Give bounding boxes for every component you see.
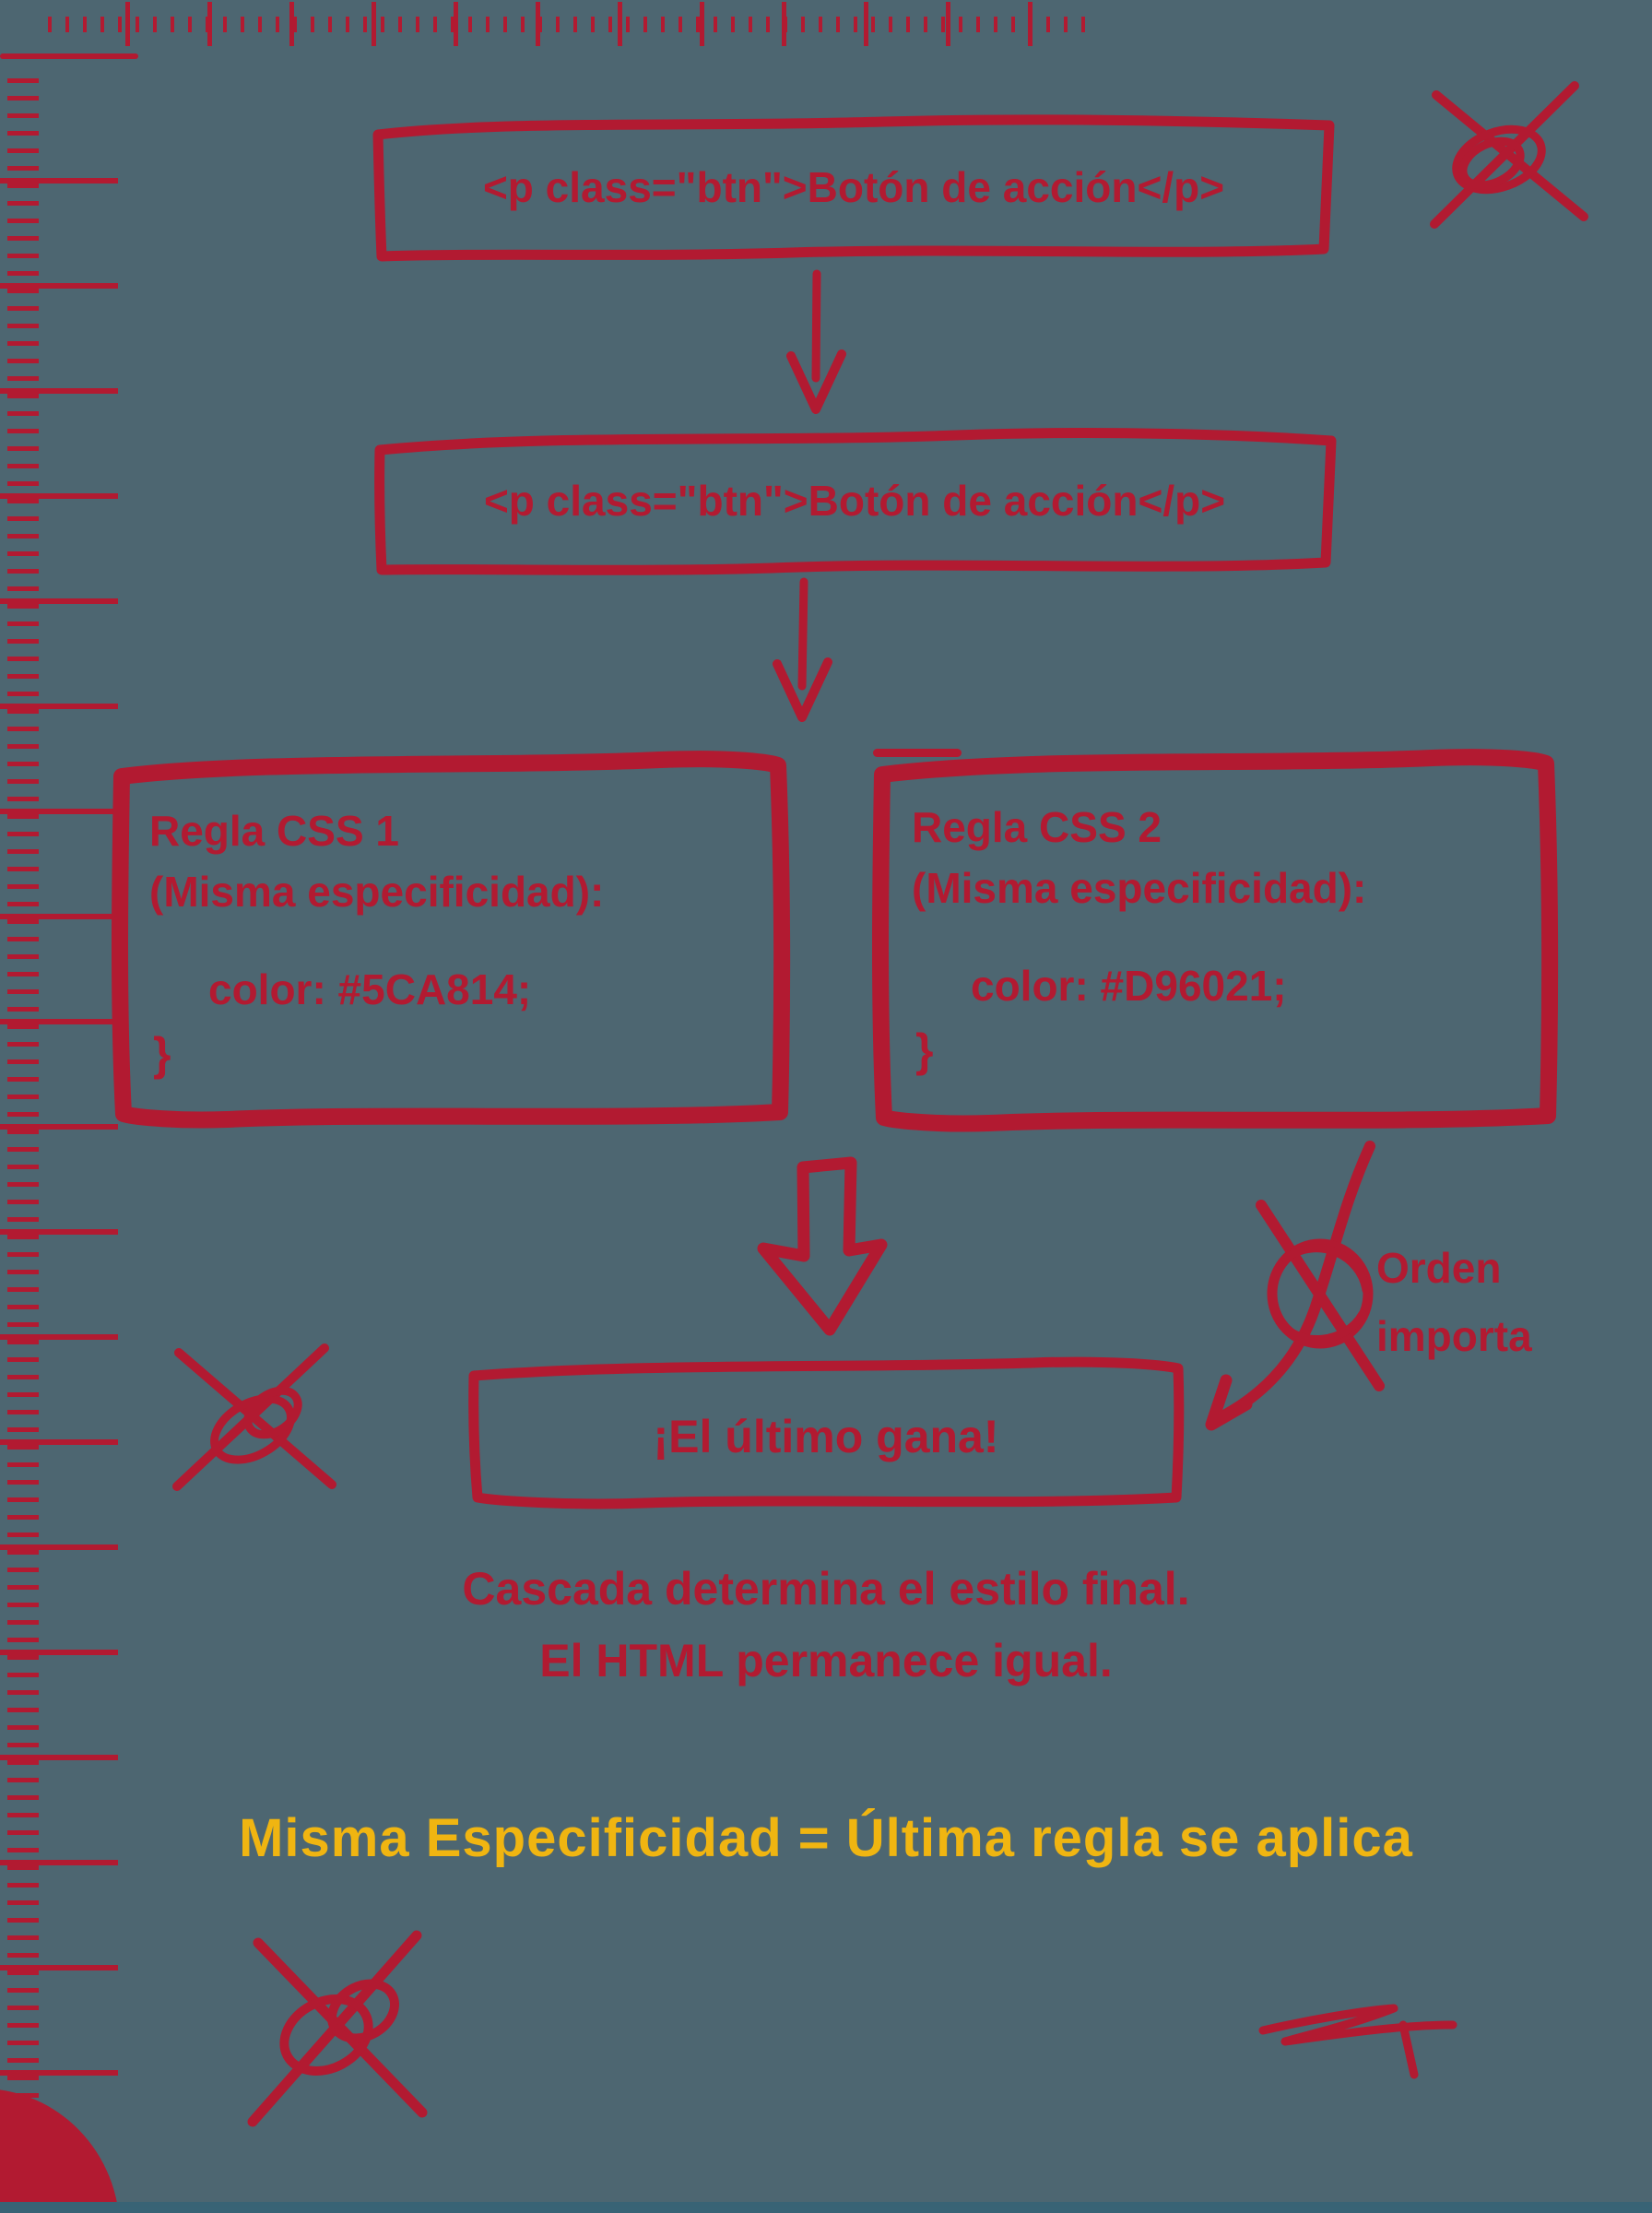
corner-ink-blob (0, 2089, 120, 2213)
scribble-x-icon (168, 1339, 343, 1496)
sketch-border (372, 114, 1335, 262)
sketch-border-filled (468, 1356, 1185, 1509)
scribble-x-icon (1427, 78, 1593, 231)
html-snippet-text: <p class="btn">Botón de acción</p> (483, 477, 1226, 525)
result-box: ¡El último gana! (461, 1354, 1191, 1520)
rule-closing-brace: } (153, 1028, 171, 1080)
bottom-edge-strip (0, 2202, 1652, 2213)
css-rule-box-1: Regla CSS 1 (Misma especificidad): color… (107, 747, 793, 1134)
rule-specificity-note: (Misma especificidad): (149, 868, 605, 916)
css-rule-box-2: Regla CSS 2 (Misma especificidad): color… (869, 743, 1559, 1138)
order-note-line2: importa (1376, 1312, 1532, 1360)
rule-specificity-note: (Misma especificidad): (912, 864, 1367, 912)
result-label: ¡El último gana! (653, 1411, 999, 1462)
caption-line2: El HTML permanece igual. (539, 1635, 1113, 1686)
block-down-arrow-icon (751, 1154, 890, 1339)
down-arrow-icon (771, 577, 835, 725)
rule-declaration: color: #D96021; (971, 962, 1287, 1010)
footer-heading: Misma Especificidad = Última regla se ap… (239, 1808, 1413, 1868)
ruler-left-major-ticks (0, 78, 118, 2102)
stray-ink-mark (873, 749, 962, 757)
down-arrow-icon (784, 269, 848, 417)
rule-title: Regla CSS 2 (912, 803, 1162, 851)
signature-scribble-icon (1256, 1999, 1472, 2082)
html-snippet-box-bottom: <p class="btn">Botón de acción</p> (367, 422, 1342, 579)
sketch-border (374, 428, 1337, 575)
ruler-top (48, 2, 1090, 46)
caption: Cascada determina el estilo final. El HT… (0, 1553, 1652, 1697)
order-note-line1: Orden (1376, 1244, 1502, 1292)
ruler-corner-line (0, 53, 138, 59)
rule-declaration: color: #5CA814; (208, 965, 532, 1013)
ruler-top-major-ticks (48, 2, 1090, 46)
curved-arrow-crossed-circle-icon (1189, 1139, 1438, 1443)
scribble-x-icon (242, 1923, 437, 2133)
sketch-border-yellow (112, 751, 791, 1129)
ruler-left (0, 78, 120, 2102)
rule-title: Regla CSS 1 (149, 807, 399, 855)
rule-closing-brace: } (915, 1024, 934, 1076)
caption-line1: Cascada determina el estilo final. (462, 1563, 1190, 1615)
html-snippet-box-top: <p class="btn">Botón de acción</p> (367, 111, 1340, 264)
order-note: Orden importa (1376, 1234, 1532, 1370)
html-snippet-text: <p class="btn">Botón de acción</p> (482, 163, 1225, 211)
sketch-border-yellow (872, 749, 1559, 1132)
